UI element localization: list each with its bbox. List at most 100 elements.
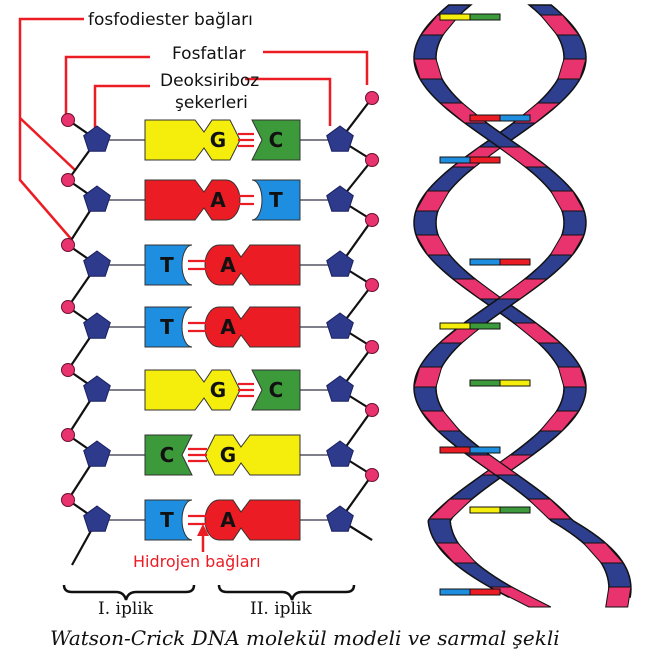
deoxyribose-right-icon: [326, 440, 354, 467]
base-A-left: [144, 179, 241, 221]
helix-segment: [526, 498, 573, 520]
strand-1-brace: [62, 584, 196, 601]
helix-segment: [420, 410, 462, 432]
rung-half-T: [469, 258, 501, 266]
rung-half-T: [469, 446, 501, 454]
leader-line: [18, 17, 84, 241]
base-A-right: [204, 499, 301, 541]
phosphate-right: [365, 91, 379, 105]
base-G-left: [144, 369, 241, 411]
base-letter: A: [210, 188, 226, 212]
base-letter: C: [269, 128, 284, 152]
helix-rung: [469, 506, 531, 514]
helix-segment: [415, 234, 451, 256]
base-letter: G: [210, 128, 226, 152]
base-letter: C: [269, 378, 284, 402]
phosphate-right: [365, 153, 379, 167]
labels: fosfodiester bağları Fosfatlar Deoksirib…: [50, 10, 560, 650]
helix-segment: [413, 366, 443, 388]
deoxyribose-right-icon: [326, 125, 354, 152]
base-letter: A: [220, 508, 236, 532]
arrow-head-icon: [197, 524, 209, 536]
base-T-left: [144, 306, 193, 348]
base-G-right: [204, 434, 301, 476]
phosphate-right: [365, 213, 379, 227]
phosphate-right: [365, 468, 379, 482]
phosphate-right: [365, 340, 379, 354]
helix-segment: [415, 190, 451, 212]
helix-rung: [439, 588, 501, 596]
leader-line: [93, 84, 150, 130]
double-helix: [413, 4, 632, 608]
rung-half-T: [439, 588, 471, 596]
rung-half-A: [469, 114, 501, 122]
strand-2-label: II. iplik: [250, 599, 312, 619]
helix-rung: [439, 322, 501, 330]
helix-segment: [538, 410, 580, 432]
deoxyribose-left-icon: [83, 185, 111, 212]
rung-half-A: [439, 446, 471, 454]
rung-half-G: [439, 13, 471, 21]
helix-segment: [605, 586, 632, 608]
deoxyribose-right-icon: [326, 505, 354, 532]
hydrogen-bonds-label: Hidrojen bağları: [133, 552, 261, 571]
deoxyribose-right-icon: [326, 250, 354, 277]
deoxyribose-right-icon: [326, 185, 354, 212]
label-leader-lines: [18, 17, 369, 241]
rung-half-C: [499, 506, 531, 514]
base-C-right: [251, 369, 301, 411]
helix-rung: [469, 258, 531, 266]
leader-line: [263, 50, 369, 85]
strand-2-brace: [217, 584, 356, 601]
deoxyribose-label-line2: şekerleri: [175, 93, 248, 113]
strand-1-label: I. iplik: [98, 599, 154, 619]
helix-segment: [451, 278, 504, 300]
base-letter: C: [160, 443, 175, 467]
deoxyribose-left-icon: [83, 312, 111, 339]
figure-caption: Watson-Crick DNA molekül modeli ve sarma…: [50, 626, 560, 650]
base-C-right: [251, 119, 301, 161]
leader-line: [64, 55, 150, 123]
rung-half-T: [439, 156, 471, 164]
base-A-right: [204, 244, 301, 286]
helix-segment: [549, 190, 585, 212]
helix-segment: [557, 366, 587, 388]
deoxyribose-left-icon: [83, 505, 111, 532]
rung-half-C: [469, 322, 501, 330]
phosphate-left: [61, 173, 75, 187]
helix-segment: [465, 454, 520, 476]
base-letter: A: [220, 253, 236, 277]
rung-half-A: [499, 258, 531, 266]
helix-rung: [439, 446, 501, 454]
helix-rung: [439, 156, 501, 164]
phosphate-left: [61, 428, 75, 442]
helix-segment: [496, 278, 549, 300]
base-letter: T: [160, 253, 174, 277]
helix-segment: [427, 498, 474, 520]
leader-line: [245, 77, 332, 126]
helix-segment: [582, 542, 625, 564]
rung-half-G: [469, 506, 501, 514]
helix-segment: [489, 586, 552, 608]
base-letter: A: [220, 315, 236, 339]
deoxyribose-left-icon: [83, 375, 111, 402]
base-letter: T: [160, 508, 174, 532]
phosphate-left: [61, 238, 75, 252]
helix-segment: [557, 58, 587, 80]
base-letter: G: [210, 378, 226, 402]
rung-half-C: [469, 13, 501, 21]
base-T-left: [144, 244, 193, 286]
helix-segment: [413, 58, 443, 80]
deoxyribose-label-line1: Deoksiriboz: [160, 71, 259, 91]
deoxyribose-right-icon: [326, 312, 354, 339]
deoxyribose-left-icon: [83, 125, 111, 152]
helix-segment: [434, 542, 478, 564]
base-letter: T: [269, 188, 283, 212]
